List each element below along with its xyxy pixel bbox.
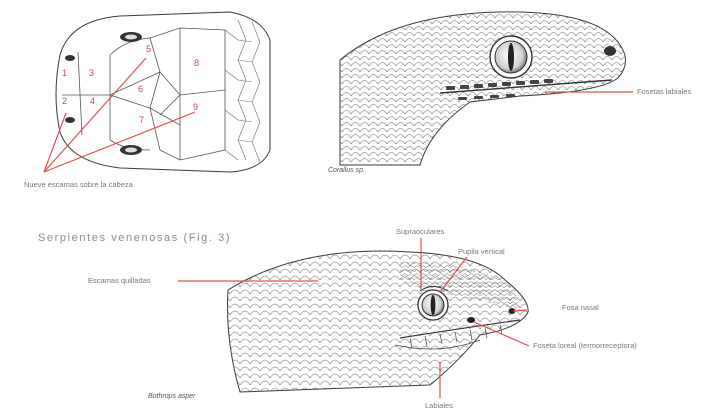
scale-number-3: 3 <box>89 68 94 78</box>
label-labial-pits: Fosetas labiales <box>637 88 691 96</box>
label-vertical-pupil: Pupila vertical <box>458 248 505 256</box>
corallus-head-view <box>330 0 640 170</box>
label-supraoculars: Supraoculares <box>396 228 444 236</box>
dorsal-head-view: 1 2 3 4 5 6 7 8 9 <box>44 12 270 172</box>
scale-number-2: 2 <box>62 96 67 106</box>
section-heading: Serpientes venenosas (Fig. 3) <box>38 232 231 244</box>
bothrops-head-view <box>178 238 540 400</box>
label-keeled-scales: Escamas quilladas <box>88 277 151 285</box>
species-bothrops: Bothrops asper <box>148 393 195 400</box>
scale-number-5: 5 <box>146 44 151 54</box>
scale-number-4: 4 <box>90 96 95 106</box>
label-labials: Labiales <box>425 402 453 410</box>
label-loreal-pit: Foseta loreal (termorreceptora) <box>533 342 637 350</box>
scale-number-1: 1 <box>62 68 67 78</box>
scale-number-7: 7 <box>139 115 144 125</box>
species-corallus: Corallus sp. <box>328 167 365 174</box>
label-nasal-pit: Fosa nasal <box>562 304 599 312</box>
scale-number-6: 6 <box>138 84 143 94</box>
scale-number-8: 8 <box>194 58 199 68</box>
caption-head-scales: Nueve escamas sobre la cabeza <box>24 181 133 189</box>
scale-number-9: 9 <box>193 102 198 112</box>
